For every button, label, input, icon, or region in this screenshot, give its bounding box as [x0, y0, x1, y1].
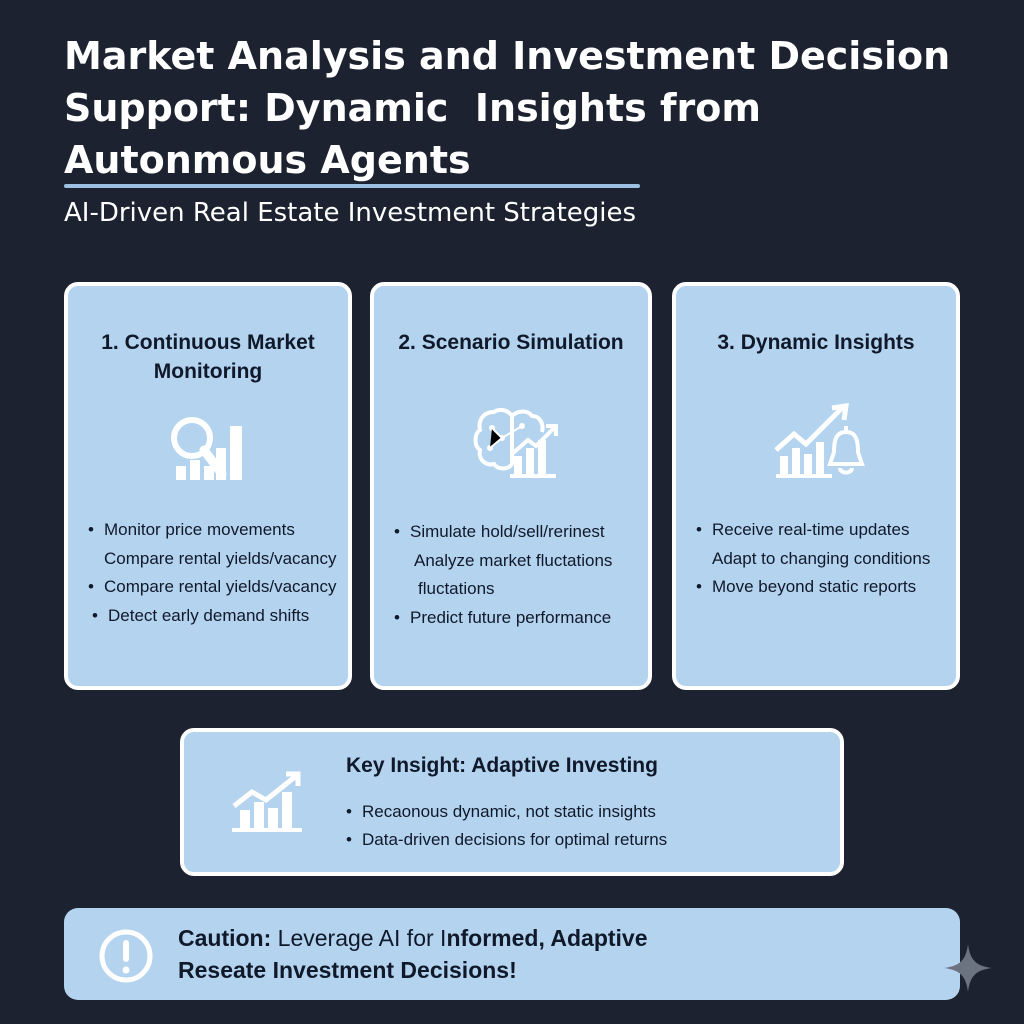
card-scenario-simulation: 2. Scenario Simulation Simulate hold/sel…: [370, 282, 652, 690]
list-item: Predict future performance: [394, 604, 642, 633]
caution-text: Caution: Leverage AI for Informed, Adapt…: [178, 922, 648, 986]
sparkle-icon: [944, 944, 992, 992]
magnifier-bar-chart-icon: [171, 417, 242, 480]
key-insight-panel: Key Insight: Adaptive Investing Recaonou…: [180, 728, 844, 876]
list-item: fluctations: [418, 579, 495, 598]
card-title: 2. Scenario Simulation: [398, 331, 624, 354]
page-title: Market Analysis and Investment Decision …: [64, 30, 964, 186]
card-market-monitoring: 1. Continuous Market Monitoring Monitor …: [64, 282, 352, 690]
card-bullet-list: Receive real-time updates Adapt to chang…: [696, 516, 950, 602]
card-title-line-2: Monitoring: [153, 360, 263, 383]
caution-line-1: Caution: Leverage AI for Informed, Adapt…: [178, 922, 648, 954]
caution-label: Caution:: [178, 925, 272, 951]
caution-line-2: Reseate Investment Decisions!: [178, 954, 648, 986]
exclamation-circle-icon: [99, 929, 153, 983]
card-bullet-list: Simulate hold/sell/rerinest Analyze mark…: [394, 518, 642, 632]
list-item: Monitor price movements: [88, 516, 342, 545]
list-item: Analyze market fluctations: [414, 550, 613, 570]
card-title: 1. Continuous Market Monitoring: [78, 328, 338, 386]
list-item: Compare rental yields/vacancy: [88, 573, 342, 602]
card-dynamic-insights: 3. Dynamic Insights Receive real-time up…: [672, 282, 960, 690]
caution-text-a: Leverage AI for I: [277, 925, 447, 951]
brain-chart-icon: [473, 407, 558, 478]
card-title-line-1: 1. Continuous Market: [101, 331, 315, 354]
page-subtitle: AI-Driven Real Estate Investment Strateg…: [64, 198, 637, 228]
title-line-3: Autonmous Agents: [64, 138, 471, 182]
list-item: Adapt to changing conditions: [712, 548, 931, 568]
list-item: Simulate hold/sell/rerinest: [394, 518, 642, 547]
caution-text-b: nformed, Adaptive: [446, 925, 648, 951]
list-item: Move beyond static reports: [696, 573, 950, 602]
card-bullet-list: Monitor price movements Compare rental y…: [88, 516, 342, 630]
title-line-2: Support: Dynamic Insights from: [64, 86, 761, 130]
card-title: 3. Dynamic Insights: [717, 331, 915, 354]
list-item: Data-driven decisions for optimal return…: [346, 826, 667, 854]
list-item: Receive real-time updates: [696, 516, 950, 545]
title-line-1: Market Analysis and Investment Decision: [64, 34, 951, 78]
list-item: Compare rental yields/vacancy: [104, 548, 337, 568]
trend-chart-bell-icon: [774, 403, 865, 478]
growth-chart-icon: [232, 771, 302, 832]
key-insight-title: Key Insight: Adaptive Investing: [346, 754, 658, 777]
key-insight-list: Recaonous dynamic, not static insights D…: [346, 798, 667, 854]
list-item: Detect early demand shifts: [88, 602, 342, 631]
title-underline: [64, 184, 640, 188]
caution-banner: Caution: Leverage AI for Informed, Adapt…: [64, 908, 960, 1000]
caution-line-2-text: Reseate Investment Decisions!: [178, 957, 517, 983]
list-item: Recaonous dynamic, not static insights: [346, 798, 667, 826]
